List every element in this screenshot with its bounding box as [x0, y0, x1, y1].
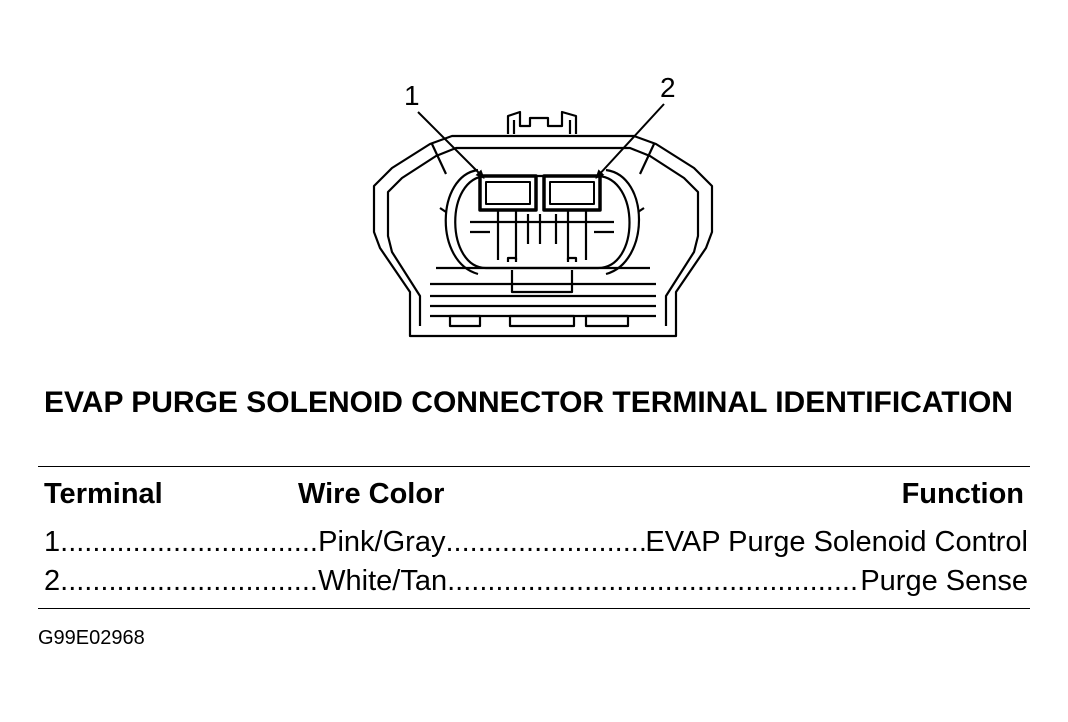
- terminal-number: 2: [44, 565, 61, 597]
- header-function: Function: [901, 478, 1024, 510]
- diagram-title: EVAP PURGE SOLENOID CONNECTOR TERMINAL I…: [44, 386, 1013, 419]
- terminal-2-pad: [542, 174, 602, 212]
- terminal-number: 1: [44, 526, 61, 558]
- dot-leader: [60, 564, 318, 598]
- function: EVAP Purge Solenoid Control: [645, 526, 1028, 558]
- table-row: 1 Pink/Gray EVAP Purge Solenoid Control: [44, 525, 1028, 559]
- housing-shoulder: [431, 143, 655, 175]
- wire-color: White/Tan: [318, 565, 448, 597]
- function: Purge Sense: [860, 565, 1028, 597]
- connector-diagram: [372, 103, 714, 338]
- header-wire-color: Wire Color: [298, 478, 445, 510]
- terminal-1-pad: [478, 174, 538, 212]
- terminal-blades: [470, 210, 614, 262]
- callout-2-label: 2: [660, 72, 676, 103]
- table-bottom-rule: [38, 608, 1030, 609]
- dot-leader: [447, 564, 860, 598]
- table-row: 2 White/Tan Purge Sense: [44, 564, 1028, 598]
- connector-base: [430, 266, 656, 328]
- callout-1-label: 1: [404, 80, 420, 111]
- callout-2-leader: [595, 103, 665, 179]
- figure-id: G99E02968: [38, 627, 145, 649]
- dot-leader: [445, 525, 645, 559]
- wire-color: Pink/Gray: [318, 526, 446, 558]
- connector-housing-inner: [386, 146, 700, 326]
- header-terminal: Terminal: [44, 478, 163, 510]
- dot-leader: [60, 525, 318, 559]
- latch-tab: [506, 110, 578, 134]
- table-top-rule: [38, 466, 1030, 467]
- callout-1-leader: [417, 111, 485, 179]
